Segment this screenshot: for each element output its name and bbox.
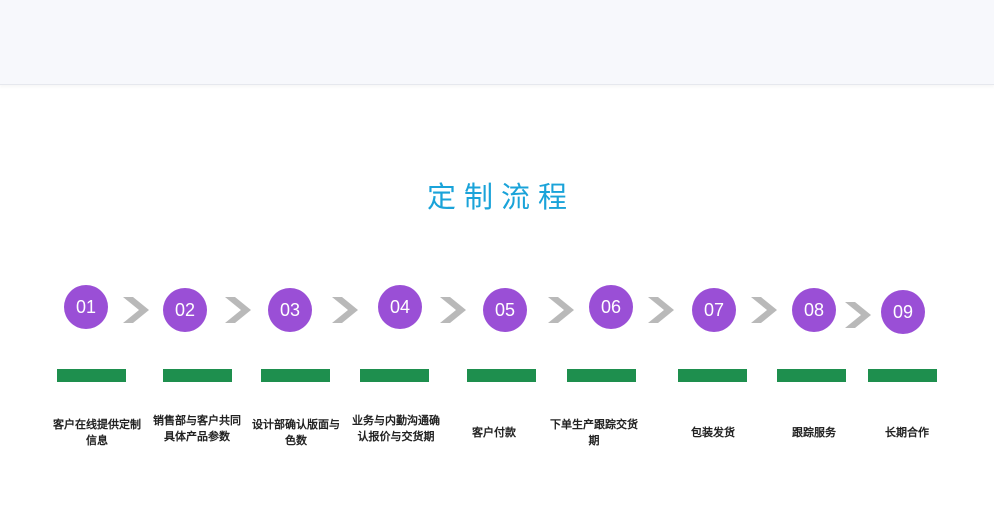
- step-circle-01: 01: [64, 285, 108, 329]
- step-circle-05: 05: [483, 288, 527, 332]
- step-label-04: 业务与内勤沟通确认报价与交货期: [352, 414, 440, 443]
- step-bar-04: [360, 369, 429, 382]
- step-circle-02: 02: [163, 288, 207, 332]
- chevron-right-icon: [332, 297, 358, 323]
- step-circle-04: 04: [378, 285, 422, 329]
- step-label-02: 销售部与客户共同具体产品参数: [153, 414, 241, 443]
- page-title: 定制流程: [426, 180, 575, 214]
- chevron-right-icon: [123, 297, 149, 323]
- step-circle-07: 07: [692, 288, 736, 332]
- step-circle-06: 06: [589, 285, 633, 329]
- step-label-06: 下单生产跟踪交货期: [550, 418, 638, 447]
- step-bar-05: [467, 369, 536, 382]
- step-label-05: 客户付款: [472, 426, 516, 439]
- step-bar-03: [261, 369, 330, 382]
- step-circle-08: 08: [792, 288, 836, 332]
- chevron-right-icon: [225, 297, 251, 323]
- step-circle-09: 09: [881, 290, 925, 334]
- step-circle-03: 03: [268, 288, 312, 332]
- step-label-07: 包装发货: [691, 426, 735, 439]
- step-bar-07: [678, 369, 747, 382]
- step-label-09: 长期合作: [885, 426, 929, 439]
- step-bar-02: [163, 369, 232, 382]
- step-bar-09: [868, 369, 937, 382]
- step-label-03: 设计部确认版面与色数: [252, 418, 340, 447]
- step-label-08: 跟踪服务: [792, 426, 836, 439]
- step-bar-08: [777, 369, 846, 382]
- header-band: [0, 0, 994, 85]
- chevron-right-icon: [440, 297, 466, 323]
- step-bar-06: [567, 369, 636, 382]
- chevron-right-icon: [548, 297, 574, 323]
- step-label-01: 客户在线提供定制信息: [53, 418, 141, 447]
- step-bar-01: [57, 369, 126, 382]
- chevron-right-icon: [845, 302, 871, 328]
- chevron-right-icon: [751, 297, 777, 323]
- chevron-right-icon: [648, 297, 674, 323]
